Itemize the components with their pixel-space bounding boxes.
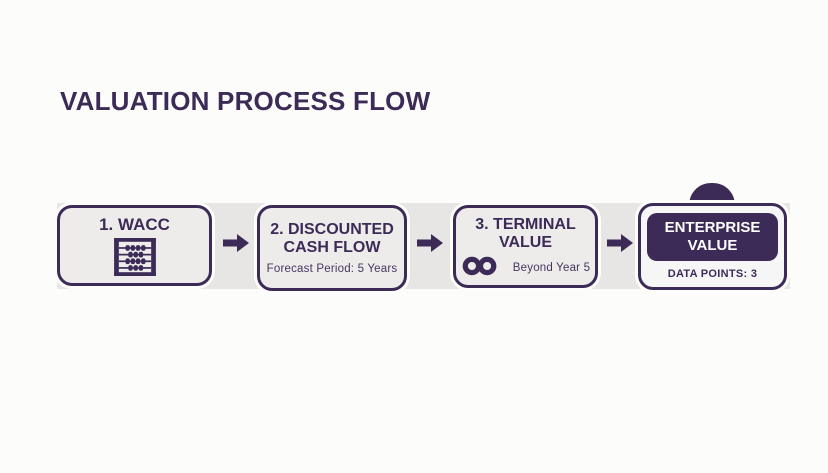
arrow-right-icon [417, 234, 443, 252]
step-title-line2: VALUE [687, 236, 738, 254]
step-title: 2. DISCOUNTED CASH FLOW [270, 221, 394, 257]
step-title: 3. TERMINAL VALUE [475, 216, 575, 252]
step-detail-row: Beyond Year 5 [461, 255, 590, 277]
step-title-line1: ENTERPRISE [664, 219, 761, 237]
infinity-icon [462, 257, 497, 276]
arrow-right-icon [223, 234, 249, 252]
step-discounted-cash-flow: 2. DISCOUNTED CASH FLOW Forecast Period:… [257, 205, 407, 291]
step-subtitle: Forecast Period: 5 Years [266, 263, 398, 276]
dome-decoration [689, 183, 735, 205]
step-title-line2: VALUE [498, 233, 553, 251]
page-title: VALUATION PROCESS FLOW [60, 86, 431, 116]
arrow-right-icon [607, 234, 633, 252]
enterprise-value-pill: ENTERPRISE VALUE [647, 213, 778, 261]
step-wacc: 1. WACC [57, 205, 212, 286]
step-subtitle: Beyond Year 5 [512, 262, 591, 275]
abacus-icon [113, 238, 156, 277]
step-title: 1. WACC [99, 214, 170, 234]
step-title-line2: CASH FLOW [283, 238, 381, 256]
step-enterprise-value: ENTERPRISE VALUE DATA POINTS: 3 [638, 203, 787, 290]
step-title-line1: 3. TERMINAL [475, 215, 576, 233]
step-terminal-value: 3. TERMINAL VALUE Beyond Year 5 [453, 205, 598, 288]
step-title-line1: 2. DISCOUNTED [270, 220, 394, 238]
step-subtitle: DATA POINTS: 3 [667, 267, 758, 280]
